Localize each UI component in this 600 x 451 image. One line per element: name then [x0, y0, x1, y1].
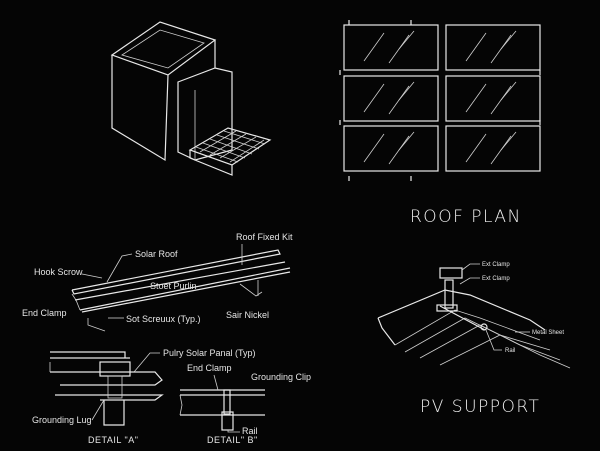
label-end-clamp-b: End Clamp: [187, 363, 232, 373]
roof-plan-panels: [339, 20, 541, 181]
detail-b-caption: DETAIL" B": [207, 435, 258, 445]
isometric-solar-unit: [110, 21, 272, 176]
label-steel-purlin: Stoet Purlin: [150, 281, 197, 291]
label-ext-clamp-2: Ext Clamp: [482, 276, 510, 282]
label-solar-roof: Solar Roof: [135, 249, 178, 259]
glass-reflection-line: [398, 131, 415, 151]
glass-reflection-line: [363, 133, 385, 163]
label-ext-clamp-1: Ext Clamp: [482, 262, 510, 268]
label-rail-b: Rail: [242, 426, 258, 436]
label-sot-screws: Sot Screuux (Typ.): [126, 314, 201, 324]
label-rail: Rail: [505, 348, 515, 354]
solar-panel: [343, 24, 439, 71]
glass-reflection-line: [363, 83, 385, 113]
glass-reflection-line: [363, 32, 385, 62]
glass-reflection-line: [398, 30, 415, 50]
label-grounding-lug: Grounding Lug: [32, 415, 92, 425]
glass-reflection-line: [465, 32, 487, 62]
label-sair-nickel: Sair Nickel: [226, 310, 269, 320]
detail-a-caption: DETAIL "A": [88, 435, 138, 445]
label-hook-screw: Hook Scrow: [34, 267, 83, 277]
glass-reflection-line: [500, 81, 517, 101]
glass-reflection-line: [465, 133, 487, 163]
pv-support-drawing: [377, 267, 571, 369]
label-panel: Pulry Solar Panal (Typ): [163, 348, 256, 358]
label-end-clamp: End Clamp: [22, 308, 67, 318]
roof-plan-title: ROOF PLAN: [410, 207, 522, 227]
purlin-assembly: [71, 249, 291, 332]
solar-panel: [445, 75, 541, 122]
solar-panel: [445, 24, 541, 71]
label-grounding-clip: Grounding Clip: [251, 372, 311, 382]
pv-support-title: PV SUPPORT: [420, 397, 540, 417]
glass-reflection-line: [500, 131, 517, 151]
solar-panel: [445, 125, 541, 172]
glass-reflection-line: [500, 30, 517, 50]
solar-panel: [343, 125, 439, 172]
solar-panel: [343, 75, 439, 122]
purlin-labels: Roof Fixed Kit Solar Roof Hook Scrow Sto…: [22, 232, 293, 324]
detail-a-drawing: [49, 351, 164, 426]
label-roof-fixed-kit: Roof Fixed Kit: [236, 232, 293, 242]
label-metal-sheet: Metal Sheet: [532, 330, 564, 336]
detail-b-drawing: [179, 389, 265, 431]
glass-reflection-line: [398, 81, 415, 101]
glass-reflection-line: [465, 83, 487, 113]
